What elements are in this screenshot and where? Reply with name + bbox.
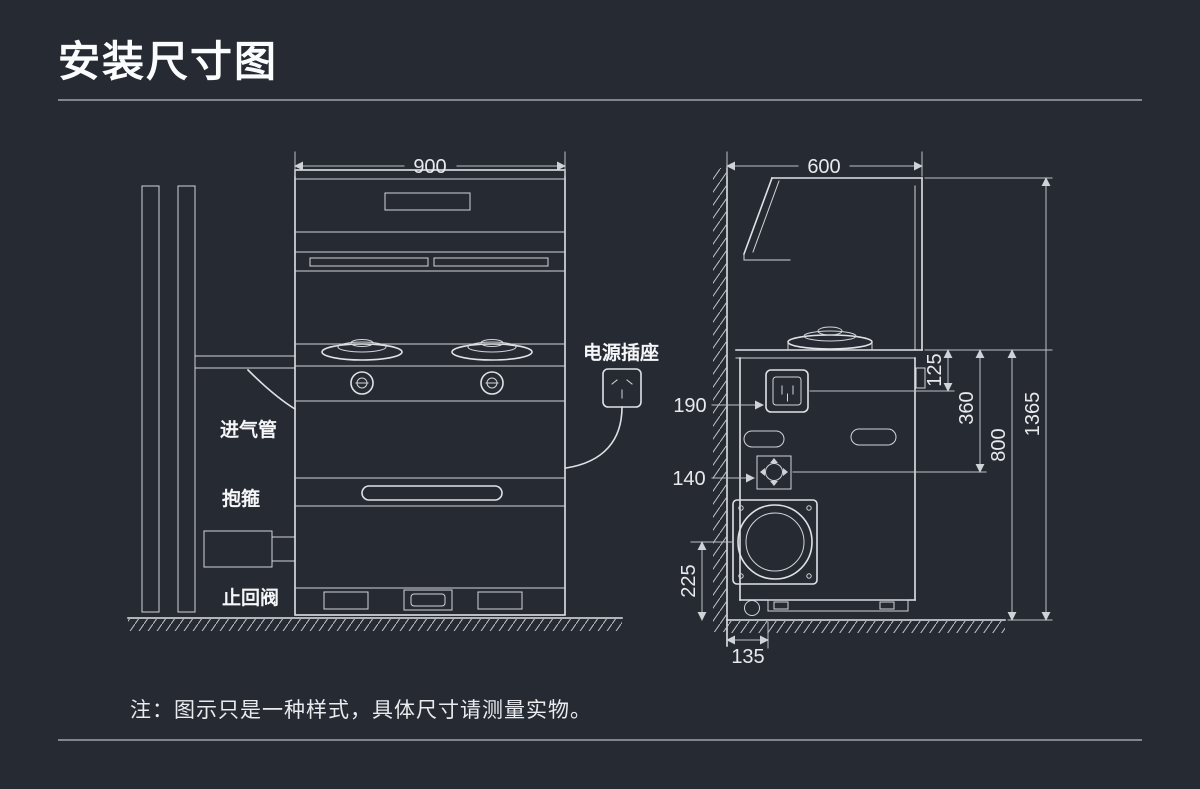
base-plate-inner [410, 593, 446, 607]
air-inlet-label: 进气管 [220, 418, 277, 441]
dim-140: 140 [672, 468, 755, 490]
door-handle [361, 485, 503, 501]
dim-125: 125 [924, 349, 953, 392]
gas-pipe [194, 355, 297, 411]
dim-label-125: 125 [924, 353, 946, 386]
burner-profile [787, 326, 873, 351]
power-socket-icon [602, 368, 642, 408]
appliance-front [294, 169, 566, 616]
front-ground [127, 617, 623, 631]
shelf-slot-left [309, 257, 429, 267]
air-inlet-hose [246, 368, 297, 411]
bottom-divider [58, 739, 1142, 741]
base-plate [403, 589, 453, 611]
dim-225: 225 [678, 541, 734, 621]
side-view: 600 190 140 225 135 [672, 151, 1053, 668]
knob-right [480, 371, 504, 395]
dim-label-900: 900 [413, 156, 446, 178]
base-casters [744, 599, 909, 616]
dim-900: 900 [294, 151, 566, 178]
fitting-right [850, 428, 897, 446]
burner-left [321, 339, 403, 361]
knob-left [350, 371, 374, 395]
dim-label-190: 190 [673, 395, 706, 417]
page-title: 安装尺寸图 [58, 38, 279, 85]
dim-label-800: 800 [988, 428, 1010, 461]
side-wall [713, 167, 728, 647]
dim-label-360: 360 [956, 391, 978, 424]
appliance-outline [294, 169, 566, 616]
power-socket-side [765, 369, 809, 413]
dim-label-1365: 1365 [1022, 392, 1044, 437]
vent-right [477, 591, 523, 610]
dim-label-225: 225 [678, 564, 700, 597]
dim-label-600: 600 [807, 156, 840, 178]
note-text: 注：图示只是一种样式，具体尺寸请测量实物。 [130, 699, 592, 722]
power-cable [565, 406, 623, 469]
display-panel [384, 192, 471, 211]
dim-360: 360 [956, 349, 985, 473]
exhaust-hose-assembly [203, 530, 296, 568]
check-valve-label: 止回阀 [222, 586, 279, 609]
flue-shaft [141, 185, 196, 613]
corrugated-hose [203, 530, 273, 568]
dim-800: 800 [988, 349, 1017, 621]
clamp-label: 抱箍 [222, 487, 260, 510]
hose-connector [271, 536, 296, 562]
appliance-side [732, 176, 926, 616]
side-ground [726, 619, 1006, 633]
top-divider [58, 99, 1142, 101]
vent-left [323, 591, 369, 610]
burner-right [451, 339, 533, 361]
power-socket-front: 电源插座 [565, 341, 659, 469]
power-socket-label: 电源插座 [583, 341, 659, 364]
fitting-left [743, 430, 785, 448]
dim-600: 600 [726, 151, 923, 178]
front-view: 900 电源插座 进气管 抱箍 止回阀 [127, 151, 659, 631]
wall-bracket [915, 367, 926, 389]
gas-valve [756, 455, 792, 490]
caster-wheel [744, 600, 760, 616]
dim-label-140: 140 [672, 468, 705, 490]
exhaust-duct-outlet [732, 499, 818, 585]
dim-label-135: 135 [731, 646, 764, 668]
shelf-slot-right [433, 257, 549, 267]
dim-135: 135 [726, 621, 769, 668]
dim-1365: 1365 [1022, 177, 1051, 621]
dim-190: 190 [673, 395, 764, 417]
